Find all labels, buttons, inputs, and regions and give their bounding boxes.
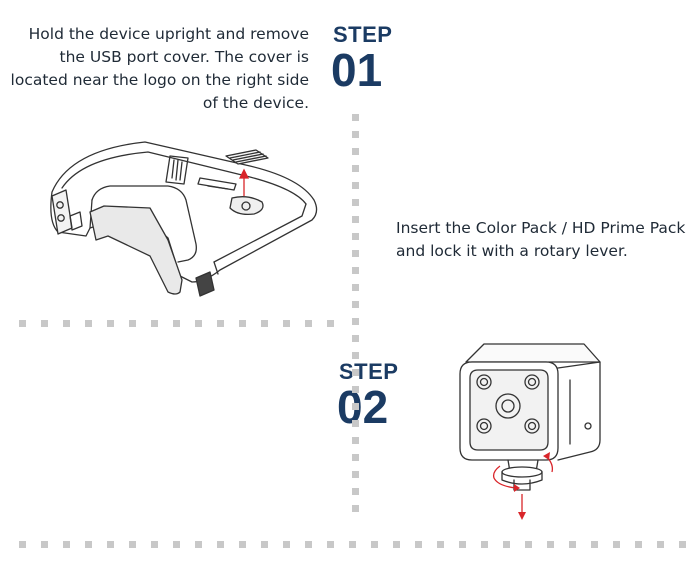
divider-dot: [352, 454, 359, 461]
divider-dot: [283, 541, 290, 548]
divider-dot: [85, 320, 92, 327]
divider-dot: [261, 541, 268, 548]
divider-dot: [352, 114, 359, 121]
divider-dot: [173, 320, 180, 327]
divider-dot: [352, 148, 359, 155]
divider-dot: [239, 320, 246, 327]
divider-dot: [657, 541, 664, 548]
divider-dot: [352, 505, 359, 512]
divider-dot: [352, 403, 359, 410]
step1-instruction: Hold the device upright and remove the U…: [10, 25, 309, 112]
step2-number: 02: [337, 381, 389, 433]
divider-dot: [635, 541, 642, 548]
divider-dot: [41, 320, 48, 327]
divider-dot: [151, 541, 158, 548]
divider-dot: [459, 541, 466, 548]
step2-instruction: Insert the Color Pack / HD Prime Pack an…: [396, 219, 686, 260]
divider-dot: [63, 320, 70, 327]
divider-dot: [349, 541, 356, 548]
divider-dot: [352, 216, 359, 223]
divider-dot: [415, 541, 422, 548]
divider-dot: [352, 199, 359, 206]
divider-dot: [261, 320, 268, 327]
divider-dot: [352, 250, 359, 257]
divider-dot: [129, 541, 136, 548]
divider-dot: [129, 320, 136, 327]
divider-dot: [283, 320, 290, 327]
divider-dot: [327, 541, 334, 548]
divider-dot: [591, 541, 598, 548]
divider-dot: [613, 541, 620, 548]
divider-dot: [569, 541, 576, 548]
divider-dot: [217, 541, 224, 548]
divider-dot: [352, 488, 359, 495]
divider-dot: [305, 320, 312, 327]
divider-dot: [239, 541, 246, 548]
divider-dot: [19, 541, 26, 548]
divider-dot: [525, 541, 532, 548]
divider-dot: [217, 320, 224, 327]
divider-dot: [63, 541, 70, 548]
divider-dot: [173, 541, 180, 548]
step2-label: STEP: [339, 359, 399, 384]
divider-dot: [195, 541, 202, 548]
step1-number: 01: [331, 44, 383, 96]
divider-dot: [352, 352, 359, 359]
divider-dot: [437, 541, 444, 548]
divider-dot: [352, 301, 359, 308]
divider-dot: [352, 284, 359, 291]
divider-dot: [352, 267, 359, 274]
divider-dot: [393, 541, 400, 548]
divider-dot: [107, 541, 114, 548]
divider-dot: [107, 320, 114, 327]
divider-dot: [503, 541, 510, 548]
divider-dot: [19, 320, 26, 327]
divider-dot: [352, 420, 359, 427]
divider-dot: [352, 471, 359, 478]
divider-dot: [327, 320, 334, 327]
divider-dot: [679, 541, 686, 548]
divider-dot: [352, 233, 359, 240]
divider-dot: [352, 165, 359, 172]
divider-dot: [352, 369, 359, 376]
divider-dot: [41, 541, 48, 548]
divider-dot: [352, 335, 359, 342]
divider-dot: [85, 541, 92, 548]
divider-dot: [352, 318, 359, 325]
divider-dot: [151, 320, 158, 327]
divider-dot: [371, 541, 378, 548]
divider-dot: [352, 386, 359, 393]
divider-dot: [352, 131, 359, 138]
step1-label: STEP: [333, 22, 393, 47]
divider-dot: [195, 320, 202, 327]
divider-dot: [352, 182, 359, 189]
divider-dot: [305, 541, 312, 548]
divider-dot: [481, 541, 488, 548]
divider-dot: [352, 437, 359, 444]
divider-dot: [547, 541, 554, 548]
